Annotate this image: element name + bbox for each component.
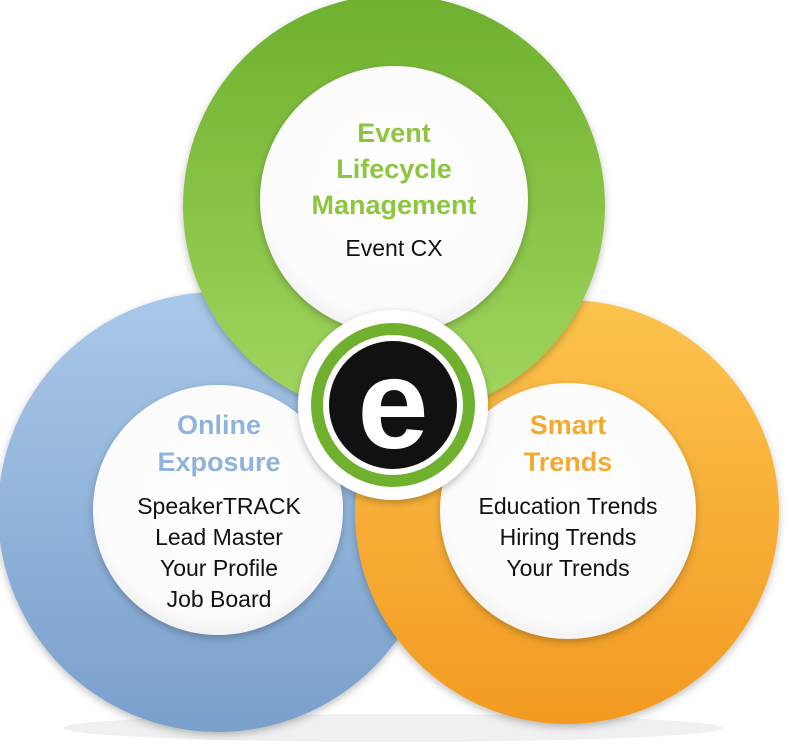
top-item-1: Event CX bbox=[345, 235, 442, 261]
right-item-2: Hiring Trends bbox=[500, 524, 637, 550]
inner-disc-right bbox=[440, 383, 696, 639]
top-title-line-1: Event bbox=[357, 118, 431, 148]
left-title-line-1: Online bbox=[177, 410, 261, 440]
inner-disc-left bbox=[93, 385, 343, 635]
top-circle-text: Event Lifecycle Management Event CX bbox=[309, 116, 478, 261]
inner-disc-top bbox=[260, 66, 528, 334]
top-title-line-3: Management bbox=[311, 190, 476, 220]
top-title-line-2: Lifecycle bbox=[336, 154, 452, 184]
left-item-4: Job Board bbox=[167, 586, 272, 612]
logo-black-disc bbox=[329, 341, 457, 469]
left-item-3: Your Profile bbox=[160, 555, 278, 581]
left-item-2: Lead Master bbox=[155, 524, 283, 550]
left-title-line-2: Exposure bbox=[157, 447, 280, 477]
logo-letter: e bbox=[357, 333, 428, 476]
e-logo-icon: e bbox=[298, 310, 488, 500]
right-item-3: Your Trends bbox=[506, 555, 629, 581]
left-circle-text: Online Exposure SpeakerTRACK Lead Master… bbox=[137, 408, 301, 612]
right-item-1: Education Trends bbox=[478, 493, 657, 519]
right-title-line-2: Trends bbox=[524, 447, 613, 477]
left-item-1: SpeakerTRACK bbox=[137, 493, 301, 519]
right-circle-text: Smart Trends Education Trends Hiring Tre… bbox=[478, 408, 657, 581]
right-title-line-1: Smart bbox=[530, 410, 607, 440]
